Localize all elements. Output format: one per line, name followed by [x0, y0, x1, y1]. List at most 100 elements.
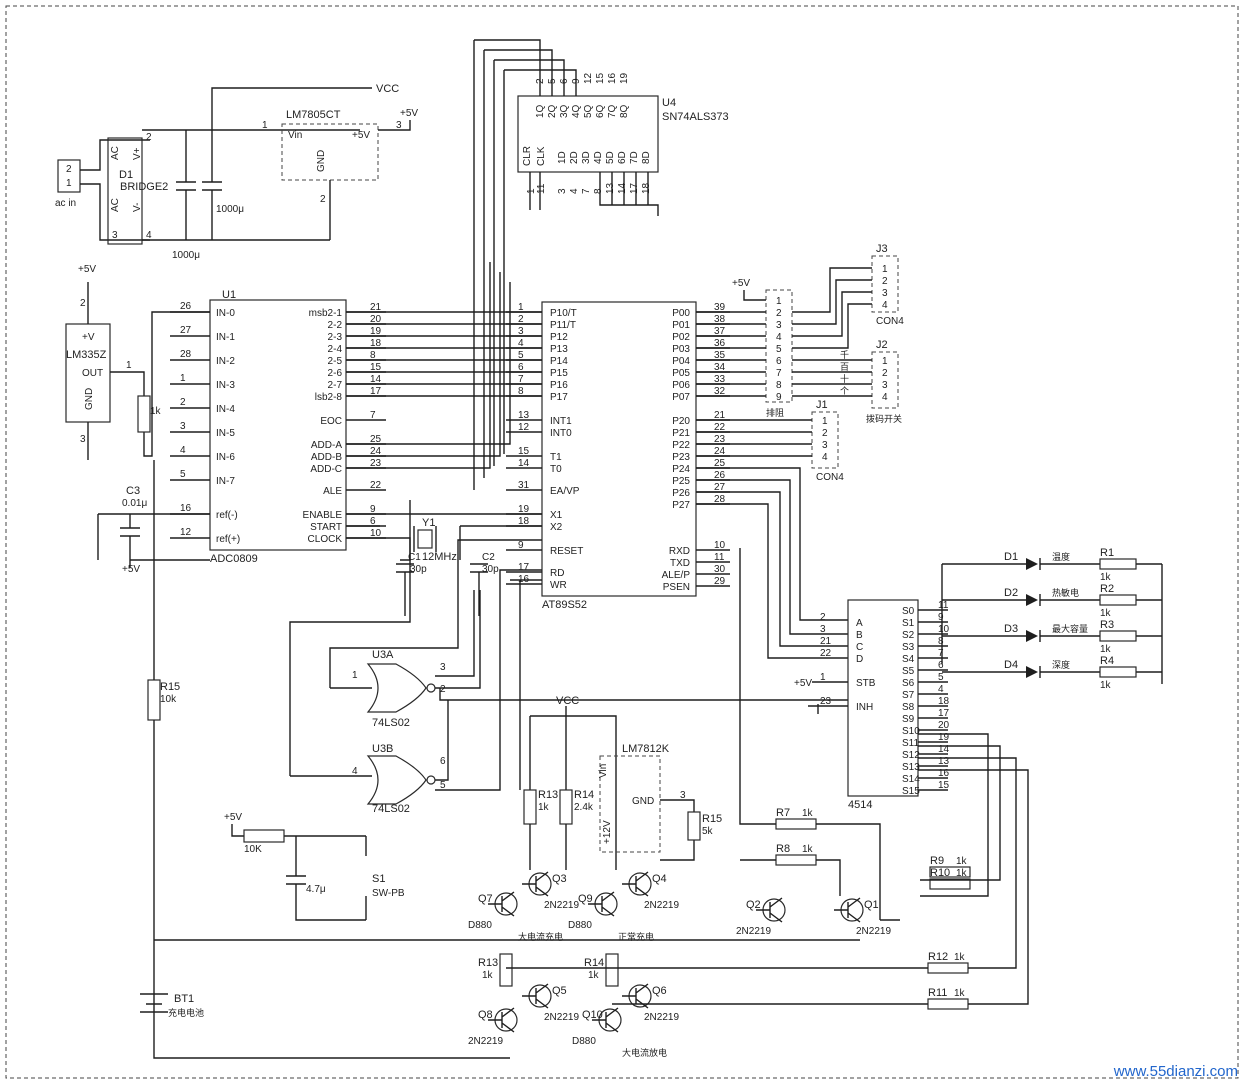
svg-text:排阻: 排阻 — [766, 407, 784, 419]
svg-text:3: 3 — [440, 662, 446, 673]
resistor-body — [775, 818, 817, 830]
adc-pin-number: 7 — [370, 410, 376, 421]
adc-pin-name: 2-5 — [328, 356, 343, 367]
resistor-value: 1k — [954, 988, 966, 999]
connector-pin-number: 4 — [776, 332, 782, 343]
svg-text:+5V: +5V — [400, 108, 418, 119]
svg-text:Y1: Y1 — [422, 517, 435, 529]
mcu-pin-name: T0 — [550, 464, 562, 475]
mcu-pin-number: 22 — [714, 422, 726, 433]
mcu-pin-number: 39 — [714, 302, 726, 313]
mcu-pin-number: 30 — [714, 564, 726, 575]
svg-text:拨码开关: 拨码开关 — [866, 413, 902, 425]
adc-left-pins: 26IN-027IN-128IN-21IN-32IN-43IN-54IN-65I… — [170, 301, 240, 545]
resistor-ref: R14 — [584, 957, 604, 969]
temp-sensor-lm335: +V LM335Z OUT GND +5V 2 1 3 1k — [65, 264, 210, 460]
mcu-pin-name: P24 — [672, 464, 690, 475]
svg-text:4514: 4514 — [848, 799, 872, 811]
svg-text:74LS02: 74LS02 — [372, 717, 410, 729]
svg-text:+5V: +5V — [122, 564, 140, 575]
resistor-value: 1k — [956, 868, 968, 879]
svg-text:VCC: VCC — [556, 695, 579, 707]
svg-text:CLK: CLK — [536, 146, 547, 166]
transistor-leads — [588, 891, 615, 917]
port0-wiring — [696, 267, 872, 397]
svg-text:1000μ: 1000μ — [172, 250, 200, 261]
transistor-note: 正常充电 — [618, 931, 654, 943]
adc-pin-name: IN-6 — [216, 452, 235, 463]
mcu-pin-number: 21 — [714, 410, 726, 421]
svg-text:LM7812K: LM7812K — [622, 743, 670, 755]
decoder-pin-number: 14 — [938, 744, 950, 755]
svg-text:0.01μ: 0.01μ — [122, 498, 147, 509]
mcu-pin-name: P26 — [672, 488, 690, 499]
svg-text:R14: R14 — [574, 789, 594, 801]
connector-pin-number: 7 — [776, 368, 782, 379]
led-label: 热敏电 — [1052, 587, 1079, 599]
transistor-part: 2N2219 — [644, 1012, 679, 1023]
decoder-pin-name: S14 — [902, 774, 920, 785]
led-resistor-value: 1k — [1100, 680, 1112, 691]
resistor-body — [499, 953, 513, 987]
lower-wiring — [154, 548, 1029, 1005]
transistor-note: 大电流放电 — [622, 1047, 667, 1059]
transistor-leads — [622, 983, 649, 1009]
adc-pin-number: 15 — [370, 362, 382, 373]
svg-text:2: 2 — [146, 132, 152, 143]
latch-d-pin: 13 — [605, 182, 616, 194]
resistor-ref: R13 — [478, 957, 498, 969]
transistor-ref: Q6 — [652, 985, 667, 997]
mcu-pin-name: P11/T — [550, 320, 576, 331]
adc-pin-name: msb2-1 — [309, 308, 343, 319]
svg-text:千: 千 — [840, 350, 849, 361]
svg-text:R15: R15 — [160, 681, 180, 693]
transistor-ref: Q10 — [582, 1009, 603, 1021]
resistor-ref: R11 — [928, 987, 947, 999]
connector-pin-number: 3 — [776, 320, 782, 331]
mcu-pin-name: P13 — [550, 344, 568, 355]
svg-text:74LS02: 74LS02 — [372, 803, 410, 815]
led-label: 温度 — [1052, 551, 1070, 563]
decoder-right-pins: 11S09S110S28S37S46S55S64S718S817S920S101… — [902, 600, 950, 797]
transistor-array: Q32N2219Q7D880大电流充电Q42N2219Q9D880正常充电Q22… — [468, 871, 891, 1059]
decoder-pin-name: D — [856, 654, 863, 665]
adc-mcu-data-bus — [346, 262, 542, 469]
site-watermark: www.55dianzi.com — [1113, 1063, 1238, 1080]
transistor-leads — [488, 1007, 515, 1033]
transistor-leads — [834, 897, 861, 923]
svg-text:3: 3 — [396, 120, 402, 131]
led-symbol — [1026, 558, 1038, 570]
mcu-pin-name: P21 — [672, 428, 690, 439]
svg-text:BT1: BT1 — [174, 993, 194, 1005]
battery-bt1: BT1 充电电池 — [140, 993, 204, 1019]
decoder-pin-number: 18 — [938, 696, 950, 707]
svg-text:3: 3 — [680, 790, 686, 801]
svg-text:D1: D1 — [119, 169, 133, 181]
svg-text:AC: AC — [110, 146, 121, 160]
transistor-leads — [622, 871, 649, 897]
svg-text:AT89S52: AT89S52 — [542, 599, 587, 611]
regulator-lm7805: LM7805CT Vin +5V GND 1 3 2 +5V — [262, 108, 418, 240]
led-resistor — [1099, 594, 1137, 606]
connector-pin-number: 3 — [882, 380, 888, 391]
svg-text:V+: V+ — [132, 147, 143, 160]
adc-pin-name: ADD-B — [311, 452, 342, 463]
mcu-pin-name: P27 — [672, 500, 690, 511]
decoder-pin-number: 21 — [820, 636, 832, 647]
ac-input-connector: 2 1 ac in — [55, 139, 150, 241]
resistor-body — [929, 878, 971, 890]
mcu-pin-name: P02 — [672, 332, 690, 343]
connector-pin-number: 6 — [776, 356, 782, 367]
mcu-pin-name: P04 — [672, 356, 690, 367]
latch-74als373: U4 SN74ALS373 CLR CLK 1Q21D32Q52D43Q63D7… — [473, 39, 729, 490]
svg-text:R13: R13 — [538, 789, 558, 801]
adc-pin-name: 2-7 — [328, 380, 343, 391]
decoder-pin-number: 10 — [938, 624, 950, 635]
mcu-pin-name: P25 — [672, 476, 690, 487]
decoder-pin-number: 5 — [938, 672, 944, 683]
mcu-pin-number: 1 — [518, 302, 524, 313]
mcu-pin-number: 17 — [518, 562, 530, 573]
svg-text:J2: J2 — [876, 339, 888, 351]
